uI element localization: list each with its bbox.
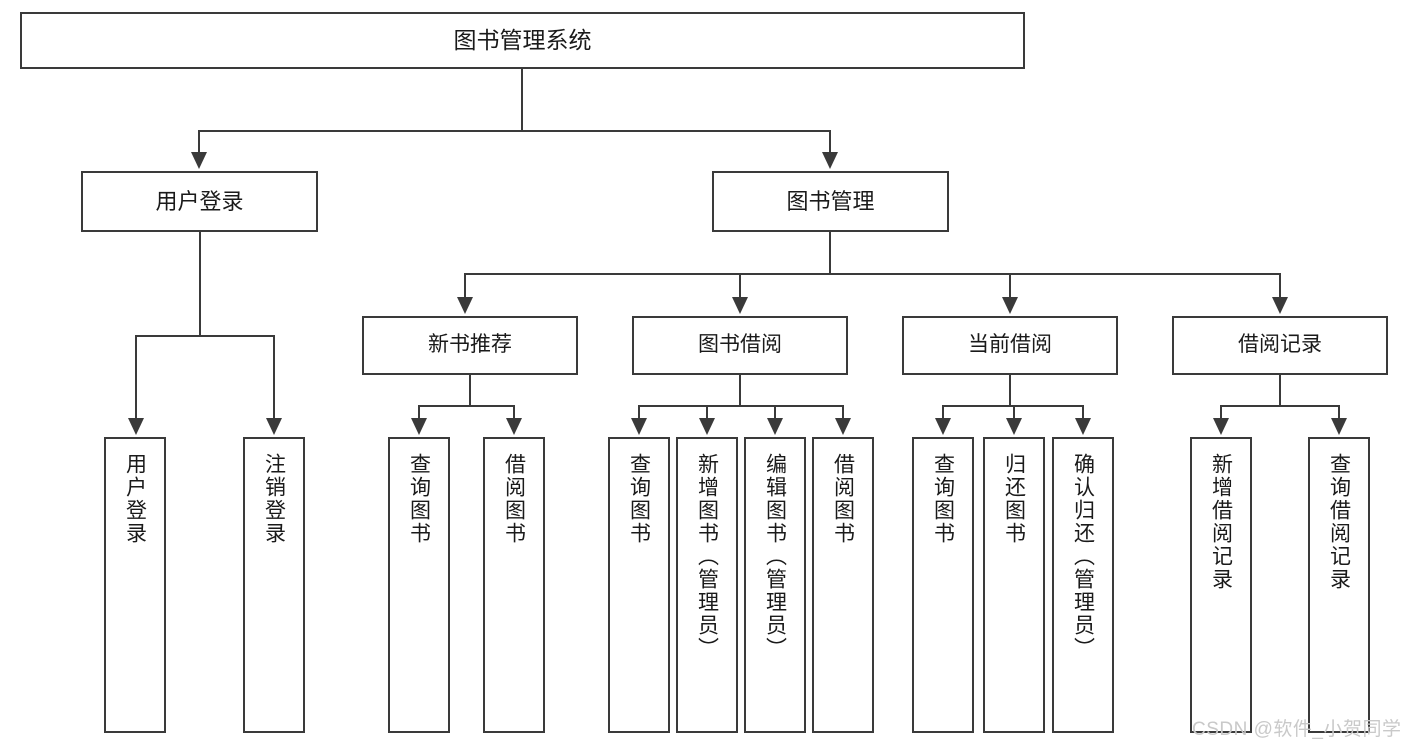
arrow-to-leaf-add-book (699, 418, 715, 435)
node-book-borrow[interactable]: 图书借阅 (632, 316, 848, 375)
edge-user-login-stem (199, 232, 201, 337)
edge-bm-to-new-book-rec (464, 273, 466, 300)
edge-current-borrow-stem (1009, 375, 1011, 406)
edge-book-manage-bus (464, 273, 1279, 275)
edge-bb-branch-3 (774, 405, 776, 420)
arrow-to-leaf-return-book (1006, 418, 1022, 435)
node-leaf-edit-book[interactable]: 编辑图书（管理员） (744, 437, 806, 733)
node-label: 用户登录 (155, 188, 244, 214)
arrow-to-leaf-query-record (1331, 418, 1347, 435)
node-label: 查询图书 (627, 453, 651, 545)
edge-bm-to-borrow-record (1279, 273, 1281, 300)
edge-new-book-rec-bus (418, 405, 514, 407)
node-label: 新增图书（管理员） (695, 453, 719, 660)
node-user-login[interactable]: 用户登录 (81, 171, 318, 232)
node-label: 用户登录 (123, 453, 147, 545)
arrow-to-leaf-borrow-book-1 (506, 418, 522, 435)
edge-user-login-bus (135, 335, 274, 337)
arrow-to-leaf-add-record (1213, 418, 1229, 435)
node-leaf-query-book-1[interactable]: 查询图书 (388, 437, 450, 733)
node-label: 新书推荐 (428, 333, 512, 357)
arrow-to-leaf-user-login (128, 418, 144, 435)
arrow-to-leaf-query-book-2 (631, 418, 647, 435)
node-leaf-borrow-book-2[interactable]: 借阅图书 (812, 437, 874, 733)
node-leaf-query-book-2[interactable]: 查询图书 (608, 437, 670, 733)
edge-root-stem (521, 69, 523, 131)
edge-bm-to-book-borrow (739, 273, 741, 300)
arrow-to-book-manage (822, 152, 838, 169)
edge-bb-branch-1 (638, 405, 640, 420)
node-current-borrow[interactable]: 当前借阅 (902, 316, 1118, 375)
edge-root-bus (198, 130, 830, 132)
arrow-to-leaf-query-book-1 (411, 418, 427, 435)
edge-borrow-record-bus (1220, 405, 1339, 407)
csdn-watermark: CSDN @软件_小贺同学 (1192, 719, 1402, 740)
arrow-to-current-borrow (1002, 297, 1018, 314)
node-label: 查询借阅记录 (1327, 453, 1351, 591)
node-leaf-query-record[interactable]: 查询借阅记录 (1308, 437, 1370, 733)
node-label: 图书管理 (786, 188, 875, 214)
node-leaf-query-book-3[interactable]: 查询图书 (912, 437, 974, 733)
node-label: 归还图书 (1002, 453, 1026, 545)
node-book-manage[interactable]: 图书管理 (712, 171, 949, 232)
edge-book-manage-stem (829, 232, 831, 274)
node-leaf-add-book[interactable]: 新增图书（管理员） (676, 437, 738, 733)
edge-borrow-record-stem (1279, 375, 1281, 406)
arrow-to-leaf-edit-book (767, 418, 783, 435)
node-leaf-user-login[interactable]: 用户登录 (104, 437, 166, 733)
node-borrow-record[interactable]: 借阅记录 (1172, 316, 1388, 375)
edge-book-borrow-bus (638, 405, 844, 407)
edge-user-login-branch-1 (135, 335, 137, 420)
arrow-to-leaf-query-book-3 (935, 418, 951, 435)
node-leaf-return-book[interactable]: 归还图书 (983, 437, 1045, 733)
node-label: 借阅图书 (502, 453, 526, 545)
edge-bb-branch-4 (842, 405, 844, 420)
node-label: 图书借阅 (698, 333, 782, 357)
node-new-book-rec[interactable]: 新书推荐 (362, 316, 578, 375)
node-label: 借阅记录 (1238, 333, 1322, 357)
arrow-to-leaf-borrow-book-2 (835, 418, 851, 435)
edge-nbr-branch-1 (418, 405, 420, 420)
node-leaf-user-logout[interactable]: 注销登录 (243, 437, 305, 733)
edge-root-to-book-manage (829, 130, 831, 155)
edge-cb-branch-2 (1013, 405, 1015, 420)
edge-nbr-branch-2 (513, 405, 515, 420)
edge-bb-branch-2 (706, 405, 708, 420)
arrow-to-borrow-record (1272, 297, 1288, 314)
node-label: 编辑图书（管理员） (763, 453, 787, 660)
edge-user-login-branch-2 (273, 335, 275, 420)
node-leaf-borrow-book-1[interactable]: 借阅图书 (483, 437, 545, 733)
arrow-to-book-borrow (732, 297, 748, 314)
edge-cb-branch-3 (1082, 405, 1084, 420)
edge-br-branch-1 (1220, 405, 1222, 420)
edge-new-book-rec-stem (469, 375, 471, 406)
node-label: 查询图书 (931, 453, 955, 545)
edge-current-borrow-bus (942, 405, 1082, 407)
node-root-system[interactable]: 图书管理系统 (20, 12, 1025, 69)
arrow-to-new-book-rec (457, 297, 473, 314)
node-label: 借阅图书 (831, 453, 855, 545)
arrow-to-leaf-confirm-return (1075, 418, 1091, 435)
node-label: 图书管理系统 (453, 26, 592, 53)
node-leaf-add-record[interactable]: 新增借阅记录 (1190, 437, 1252, 733)
edge-cb-branch-1 (942, 405, 944, 420)
edge-bm-to-current-borrow (1009, 273, 1011, 300)
node-leaf-confirm-return[interactable]: 确认归还（管理员） (1052, 437, 1114, 733)
node-label: 当前借阅 (968, 333, 1052, 357)
edge-root-to-user-login (198, 130, 200, 155)
edge-book-borrow-stem (739, 375, 741, 406)
node-label: 注销登录 (262, 453, 286, 545)
arrow-to-leaf-user-logout (266, 418, 282, 435)
edge-br-branch-2 (1338, 405, 1340, 420)
node-label: 新增借阅记录 (1209, 453, 1233, 591)
node-label: 确认归还（管理员） (1071, 453, 1095, 660)
arrow-to-user-login (191, 152, 207, 169)
node-label: 查询图书 (407, 453, 431, 545)
